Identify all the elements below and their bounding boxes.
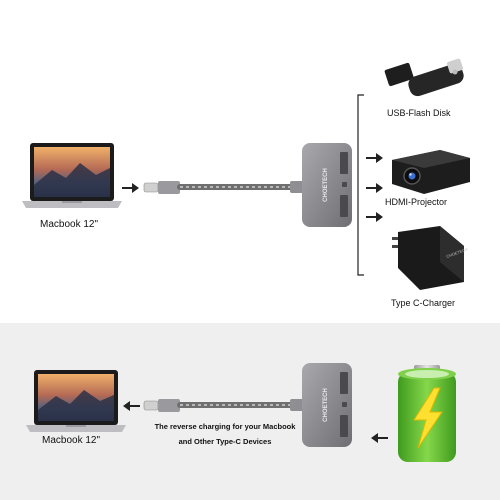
top-hub: CHOETECH (302, 143, 352, 227)
bottom-laptop (26, 370, 126, 432)
hdmi-projector-label: HDMI-Projector (385, 197, 448, 207)
top-laptop-label: Macbook 12" (40, 219, 99, 230)
bottom-arrow-to-laptop (123, 401, 140, 411)
top-bracket (357, 94, 364, 276)
top-cable (143, 181, 306, 194)
usb-flash-disk-icon (384, 58, 464, 97)
top-arrow-hdmi (366, 183, 383, 193)
top-arrow-usb (366, 153, 383, 163)
bottom-arrow-from-battery (371, 433, 388, 443)
type-c-charger-label: Type C-Charger (391, 298, 456, 308)
reverse-charging-note-line2: and Other Type-C Devices (178, 437, 272, 446)
bottom-hub-brand: CHOETECH (323, 388, 329, 422)
charger-icon: CHOETECH (392, 226, 469, 290)
top-arrow-to-cable (122, 183, 139, 193)
charging-battery-icon (398, 365, 456, 462)
top-laptop (22, 143, 122, 208)
usb-flash-disk-label: USB-Flash Disk (387, 108, 451, 118)
bottom-cable (143, 399, 306, 412)
bottom-hub: CHOETECH (302, 363, 352, 447)
reverse-charging-note-line1: The reverse charging for your Macbook (154, 422, 296, 431)
projector-icon (392, 150, 470, 194)
top-arrow-charger (366, 212, 383, 222)
top-hub-brand: CHOETECH (323, 168, 329, 202)
bottom-laptop-label: Macbook 12" (42, 435, 101, 446)
